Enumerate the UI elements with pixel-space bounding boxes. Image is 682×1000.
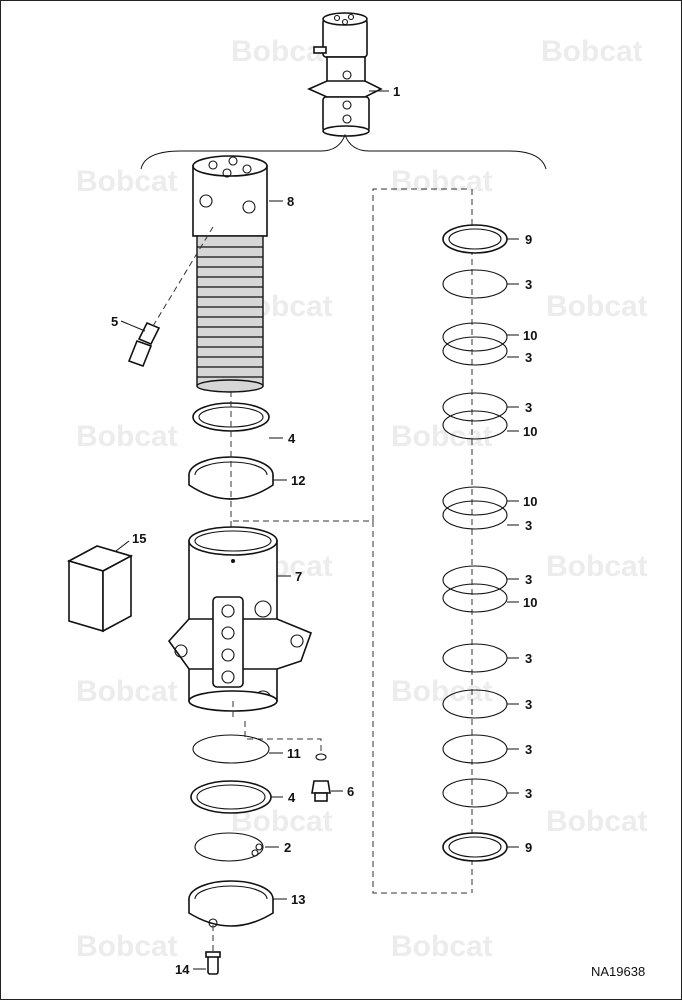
watermark-group: Bobcat Bobcat Bobcat Bobcat Bobcat Bobca… <box>76 35 648 963</box>
callout-3: 3 <box>525 742 532 757</box>
watermark-text: Bobcat <box>391 930 493 963</box>
watermark-text: Bobcat <box>76 165 178 198</box>
seal-kit-box-part-15 <box>66 545 134 633</box>
callout-9: 9 <box>525 232 532 247</box>
ring-3 <box>442 643 508 673</box>
drawing-reference-code: NA19638 <box>591 964 645 979</box>
callout-3: 3 <box>525 400 532 415</box>
callout-15: 15 <box>132 531 146 546</box>
swivel-assembly-part-1 <box>307 12 383 137</box>
callout-4: 4 <box>288 431 296 446</box>
bolt-part-14 <box>205 925 221 975</box>
watermark-text: Bobcat <box>546 805 648 838</box>
ring-10-3-pair-lower <box>442 486 508 530</box>
right-column-leaders <box>507 238 519 848</box>
assembly-brace <box>140 133 547 170</box>
watermark-text: Bobcat <box>76 930 178 963</box>
ring-3 <box>442 269 508 299</box>
callout-10: 10 <box>523 328 537 343</box>
seal-stack-right-column <box>442 224 508 862</box>
seal-ring-part-4-lower <box>190 780 272 814</box>
watermark-text: Bobcat <box>546 550 648 583</box>
ring-9-bottom <box>442 832 508 862</box>
callout-3: 3 <box>525 697 532 712</box>
swivel-housing-part-7 <box>167 526 313 712</box>
clamp-ring-part-13 <box>188 880 274 928</box>
callout-1: 1 <box>393 84 400 99</box>
ring-9-top <box>442 224 508 254</box>
plug-part-6 <box>311 753 331 802</box>
callout-3: 3 <box>525 518 532 533</box>
callout-11: 11 <box>287 746 301 761</box>
callout-6: 6 <box>347 784 354 799</box>
spindle-part-8 <box>192 155 268 393</box>
ring-3-10-pair-lower <box>442 565 508 613</box>
ring-3 <box>442 778 508 808</box>
callout-3: 3 <box>525 350 532 365</box>
o-ring-part-11 <box>192 734 270 764</box>
callout-7: 7 <box>295 569 302 584</box>
ring-3 <box>442 734 508 764</box>
ring-10-3-pair <box>442 322 508 366</box>
callout-5: 5 <box>111 314 118 329</box>
watermark-text: Bobcat <box>541 35 643 68</box>
callout-12: 12 <box>291 473 305 488</box>
callout-10: 10 <box>523 595 537 610</box>
callout-3: 3 <box>525 277 532 292</box>
callout-9: 9 <box>525 840 532 855</box>
callout-13: 13 <box>291 892 305 907</box>
callout-14: 14 <box>175 962 190 977</box>
watermark-text: Bobcat <box>391 165 493 198</box>
callout-4: 4 <box>288 790 296 805</box>
callout-2: 2 <box>284 840 291 855</box>
snap-ring-part-2 <box>194 832 264 862</box>
callout-10: 10 <box>523 494 537 509</box>
callout-10: 10 <box>523 424 537 439</box>
callout-labels: 1 8 5 4 12 15 7 11 6 4 2 13 14 9 3 10 3 … <box>111 84 537 977</box>
callout-3: 3 <box>525 572 532 587</box>
watermark-text: Bobcat <box>391 675 493 708</box>
callout-3: 3 <box>525 651 532 666</box>
watermark-text: Bobcat <box>76 675 178 708</box>
watermark-text: Bobcat <box>391 420 493 453</box>
watermark-text: Bobcat <box>76 420 178 453</box>
callout-3: 3 <box>525 786 532 801</box>
watermark-text: Bobcat <box>546 290 648 323</box>
fitting-part-5 <box>127 226 214 368</box>
callout-8: 8 <box>287 194 294 209</box>
